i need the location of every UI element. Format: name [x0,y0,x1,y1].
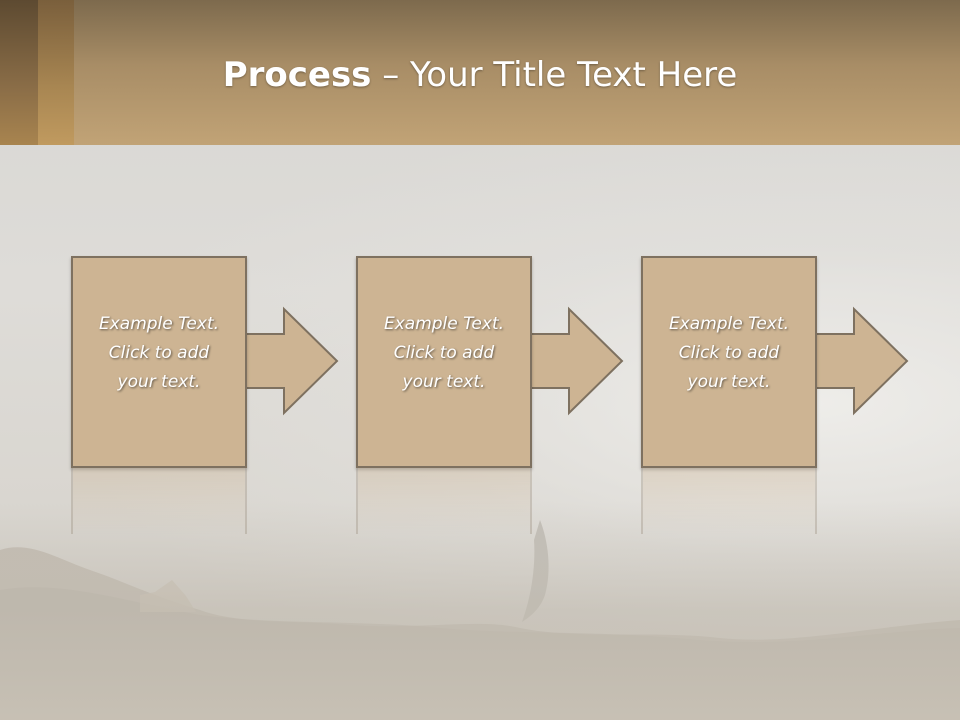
header-accent-band-2 [38,0,74,145]
process-step-1[interactable]: Example Text. Click to add your text. [71,256,411,468]
step-text-line: Click to add [108,343,210,363]
slide-title[interactable]: Process – Your Title Text Here [0,52,960,98]
step-text-line: your text. [687,372,771,392]
step-reflection [641,468,960,538]
step-text-line: Click to add [393,343,495,363]
step-text[interactable]: Example Text. Click to add your text. [79,310,239,397]
title-bold: Process [222,55,372,95]
step-text-line: Example Text. [98,314,220,334]
slide-header: Process – Your Title Text Here [0,0,960,145]
step-text-line: your text. [117,372,201,392]
process-step-3[interactable]: Example Text. Click to add your text. [641,256,960,468]
step-text[interactable]: Example Text. Click to add your text. [649,310,809,397]
title-text: – Your Title Text Here [371,55,738,95]
step-box[interactable] [71,256,247,468]
step-box[interactable] [356,256,532,468]
step-text-line: Example Text. [383,314,505,334]
arrow-right-icon [242,306,339,416]
arrow-right-icon [812,306,909,416]
header-accent-band [0,0,38,145]
step-text[interactable]: Example Text. Click to add your text. [364,310,524,397]
step-text-line: Click to add [678,343,780,363]
arrow-right-icon [527,306,624,416]
step-reflection [71,468,411,538]
step-text-line: Example Text. [668,314,790,334]
step-reflection [356,468,696,538]
step-text-line: your text. [402,372,486,392]
step-box[interactable] [641,256,817,468]
landscape-image [0,500,960,720]
process-step-2[interactable]: Example Text. Click to add your text. [356,256,696,468]
